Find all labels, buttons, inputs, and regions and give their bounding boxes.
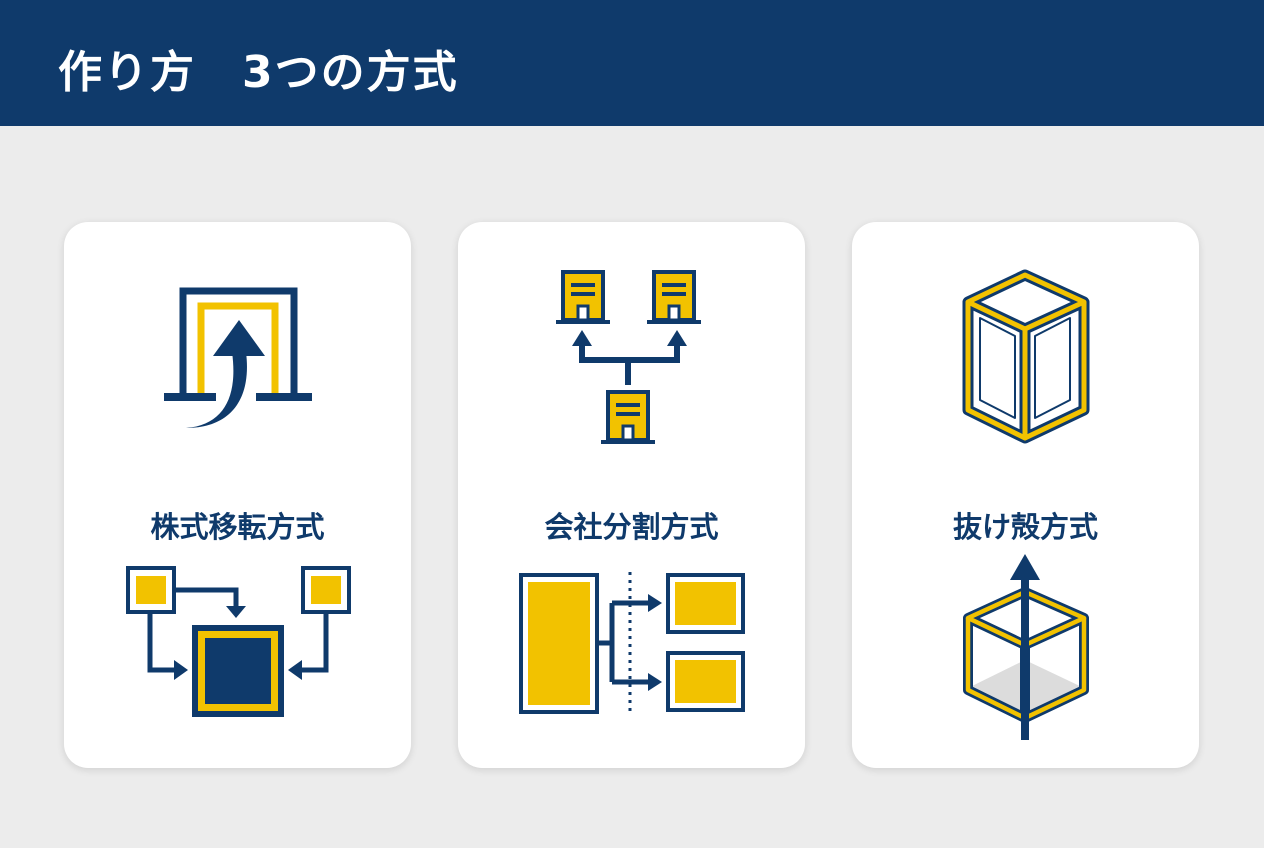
shell-arrow-icon [963,554,1089,740]
card-label: 会社分割方式 [544,510,719,544]
building-split-icon [556,270,703,444]
boxes-merge-icon [126,566,351,717]
card-empty-shell: 抜け殻方式 [852,222,1199,768]
card-stock-transfer: 株式移転方式 [64,222,411,768]
card-company-split: 会社分割方式 [458,222,805,768]
page-title: 作り方 3つの方式 [58,47,459,98]
door-arrow-icon [164,287,312,428]
empty-prism-icon [962,269,1090,444]
header-bar: 作り方 3つの方式 [0,0,1264,126]
block-split-icon [519,572,745,716]
card-label: 抜け殻方式 [952,510,1098,544]
card-label: 株式移転方式 [150,510,325,544]
